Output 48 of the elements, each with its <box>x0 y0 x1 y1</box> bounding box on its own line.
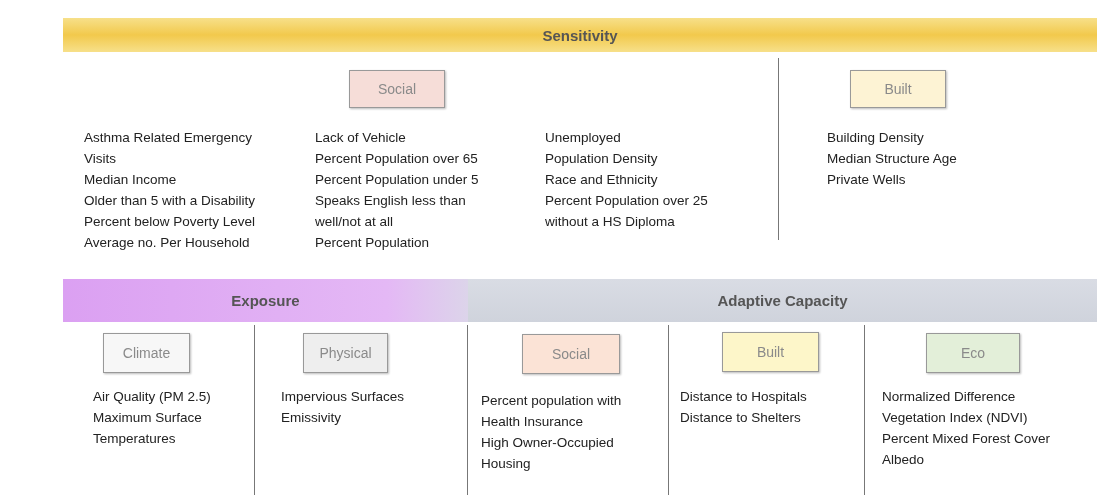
band-title: Exposure <box>231 292 300 309</box>
indicator-text: Emissivity <box>281 409 342 427</box>
indicator-text: Percent Population over 65 <box>315 150 479 168</box>
category-label <box>349 70 445 108</box>
category-label <box>522 334 620 374</box>
indicator-text: Lack of Vehicle <box>315 129 407 147</box>
indicator-text: Albedo <box>882 451 926 469</box>
category-label <box>850 70 946 108</box>
indicator-text: Building Density <box>827 129 925 147</box>
category-name: Eco <box>960 345 986 361</box>
indicator-text: Impervious Surfaces <box>281 388 406 406</box>
indicator-text: Average no. Per Household <box>84 234 251 252</box>
indicator-text: Older than 5 with a Disability <box>84 192 257 210</box>
indicator-text: Distance to Shelters <box>680 409 802 427</box>
indicator-text: High Owner-Occupied Housing <box>481 434 615 473</box>
indicator-text: Percent Population under 5 <box>315 171 480 189</box>
indicator-text: Percent Population <box>315 234 431 252</box>
category-label <box>303 333 388 373</box>
category-label <box>926 333 1020 373</box>
header-band <box>468 279 1097 322</box>
band-title: Adaptive Capacity <box>717 292 848 309</box>
category-name: Built <box>756 344 785 360</box>
indicator-text: Asthma Related Emergency Visits <box>84 129 254 168</box>
category-name: Social <box>551 346 591 362</box>
band-title: Sensitivity <box>542 26 618 44</box>
indicator-text: Air Quality (PM 2.5) <box>93 388 212 406</box>
indicator-text: Race and Ethnicity <box>545 171 659 189</box>
indicator-text: Percent Mixed Forest Cover <box>882 430 1052 448</box>
header-band <box>63 279 468 322</box>
category-name: Climate <box>122 345 171 361</box>
indicator-text: Unemployed <box>545 129 622 147</box>
header-band <box>63 18 1097 52</box>
category-label <box>103 333 190 373</box>
indicator-text: Median Income <box>84 171 178 189</box>
category-name: Built <box>884 81 912 97</box>
category-name: Social <box>377 81 417 97</box>
indicator-text: Normalized Difference Vegetation Index (NDVI) <box>882 388 1029 427</box>
indicator-text: Distance to Hospitals <box>680 388 808 406</box>
indicator-text: Maximum Surface Temperatures <box>93 409 203 448</box>
indicator-text: Percent population with Health Insurance <box>481 392 623 431</box>
indicator-text: Percent Population over 25 without a HS Diploma <box>545 192 709 231</box>
indicator-text: Median Structure Age <box>827 150 958 168</box>
indicator-text: Private Wells <box>827 171 907 189</box>
indicator-text: Percent below Poverty Level <box>84 213 257 231</box>
category-name: Physical <box>319 345 372 361</box>
category-label <box>722 332 819 372</box>
indicator-text: Speaks English less than well/not at all <box>315 192 467 231</box>
indicator-text: Population Density <box>545 150 659 168</box>
